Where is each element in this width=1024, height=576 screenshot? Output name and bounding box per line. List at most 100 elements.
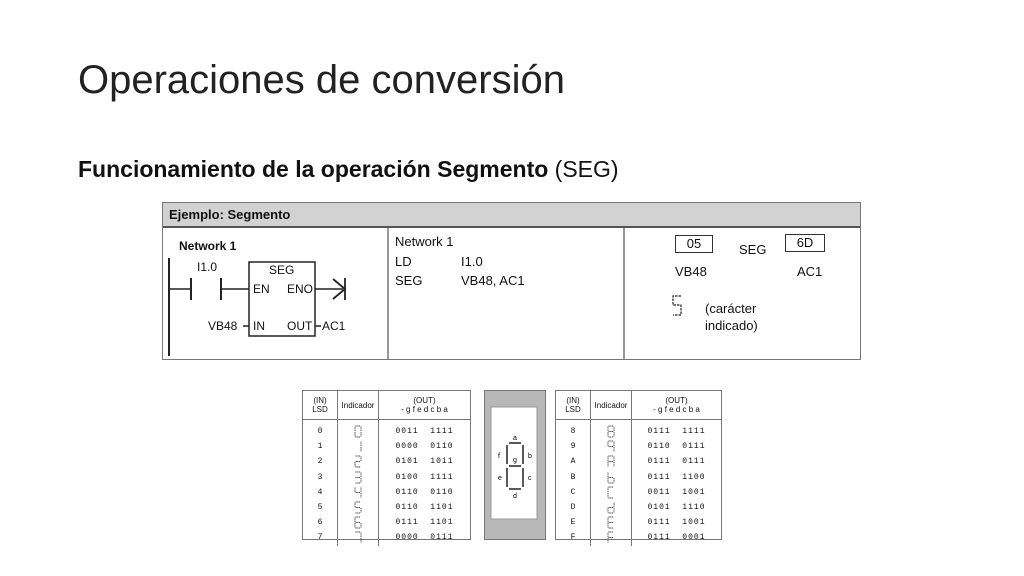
row-indicator	[590, 454, 632, 470]
seven-segment-5-icon	[672, 295, 682, 316]
row-out: 0000 0110	[395, 442, 454, 452]
seven-segment-icon	[607, 516, 614, 529]
ladder-network-label: Network 1	[179, 239, 237, 253]
row-in: 5	[303, 499, 338, 516]
row-in: 8	[556, 419, 591, 440]
row-indicator	[337, 530, 379, 546]
slide-title: Operaciones de conversión	[78, 58, 565, 102]
row-out: 0111 1100	[647, 472, 706, 482]
ladder-eno-pin: ENO	[287, 282, 314, 296]
slide-subtitle: Funcionamiento de la operación Segmento …	[78, 156, 619, 183]
ladder-in-operand: VB48	[208, 319, 238, 333]
row-in: 1	[303, 439, 338, 455]
row-in: 2	[303, 454, 338, 470]
conversion-table-right: (IN)LSD Indicador (OUT)- g f e d c b a 8…	[555, 390, 722, 546]
ladder-diagram	[168, 258, 347, 356]
row-indicator	[337, 499, 379, 516]
row-out: 0101 1011	[395, 457, 454, 467]
table-row: C 0011 1001	[556, 484, 721, 500]
stl-line2-arg: VB48, AC1	[461, 273, 525, 288]
row-indicator	[590, 419, 632, 440]
subtitle-normal: (SEG)	[548, 156, 619, 182]
result-char-label-2: indicado)	[705, 318, 758, 333]
row-out: 0111 1101	[395, 518, 454, 528]
row-out: 0110 0110	[395, 487, 454, 497]
row-in: D	[556, 499, 591, 516]
row-indicator	[590, 499, 632, 516]
ladder-out-pin: OUT	[287, 319, 313, 333]
row-in: 9	[556, 439, 591, 455]
ladder-in-pin: IN	[253, 319, 265, 333]
subtitle-bold: Funcionamiento de la operación Segmento	[78, 156, 549, 182]
seven-segment-icon	[354, 516, 362, 529]
table-row: 7 0000 0111	[303, 530, 470, 546]
segment-label-b: b	[528, 453, 532, 460]
ladder-out-operand: AC1	[322, 319, 346, 333]
seven-segment-icon	[354, 487, 362, 498]
example-panel: Ejemplo: Segmento Network 1 I1.0 SEG EN …	[162, 202, 861, 360]
row-in: F	[556, 530, 591, 546]
header-in: (IN)LSD	[556, 391, 591, 420]
table-row: 9 0110 0111	[556, 439, 721, 455]
seven-segment-icon	[354, 501, 362, 514]
row-out: 0000 0111	[395, 533, 454, 543]
header-out: (OUT)- g f e d c b a	[378, 391, 470, 420]
seven-segment-icon	[607, 440, 615, 452]
row-indicator	[337, 454, 379, 470]
seven-segment-icon	[607, 456, 615, 467]
row-in: E	[556, 515, 591, 531]
result-out-label: AC1	[797, 264, 823, 279]
result-char-label-1: (carácter	[705, 301, 757, 316]
row-out: 0110 0111	[647, 442, 706, 452]
stl-line2-op: SEG	[395, 273, 423, 288]
row-indicator	[337, 419, 379, 440]
row-in: A	[556, 454, 591, 470]
table-row: 2 0101 1011	[303, 454, 470, 470]
ladder-box-name: SEG	[269, 263, 295, 277]
seven-segment-icon	[607, 425, 615, 438]
result-in-label: VB48	[675, 264, 707, 279]
ladder-contact-address: I1.0	[197, 260, 218, 274]
row-in: C	[556, 484, 591, 500]
stl-line1-op: LD	[395, 254, 412, 269]
stl-network-label: Network 1	[395, 234, 454, 249]
row-indicator	[337, 469, 379, 485]
row-indicator	[337, 515, 379, 531]
table-row: 4 0110 0110	[303, 484, 470, 500]
example-header: Ejemplo: Segmento	[163, 203, 860, 228]
seven-segment-icon	[355, 531, 362, 543]
header-indicator: Indicador	[590, 391, 632, 420]
row-in: 4	[303, 484, 338, 500]
segment-label-d: d	[513, 493, 517, 500]
result-out-value: 6D	[785, 234, 825, 252]
segment-diagram-drawing: a b c d e f g	[490, 406, 538, 520]
row-indicator	[590, 469, 632, 485]
seven-segment-icon	[607, 531, 614, 543]
ladder-en-pin: EN	[253, 282, 270, 296]
segment-diagram: a b c d e f g	[484, 390, 546, 540]
seven-segment-icon	[355, 471, 362, 484]
header-out: (OUT)- g f e d c b a	[631, 391, 721, 420]
example-header-label: Ejemplo: Segmento	[169, 207, 291, 222]
row-in: 0	[303, 419, 338, 440]
table-row: 6 0111 1101	[303, 515, 470, 531]
seven-segment-icon	[354, 425, 362, 438]
segment-label-f: f	[498, 453, 500, 460]
segment-label-g: g	[513, 457, 517, 464]
header-indicator: Indicador	[337, 391, 379, 420]
row-in: 7	[303, 530, 338, 546]
row-indicator	[337, 484, 379, 500]
seven-segment-icon	[607, 472, 615, 484]
row-in: 3	[303, 469, 338, 485]
row-in: 6	[303, 515, 338, 531]
segment-label-a: a	[513, 435, 517, 442]
row-out: 0011 1001	[647, 487, 706, 497]
